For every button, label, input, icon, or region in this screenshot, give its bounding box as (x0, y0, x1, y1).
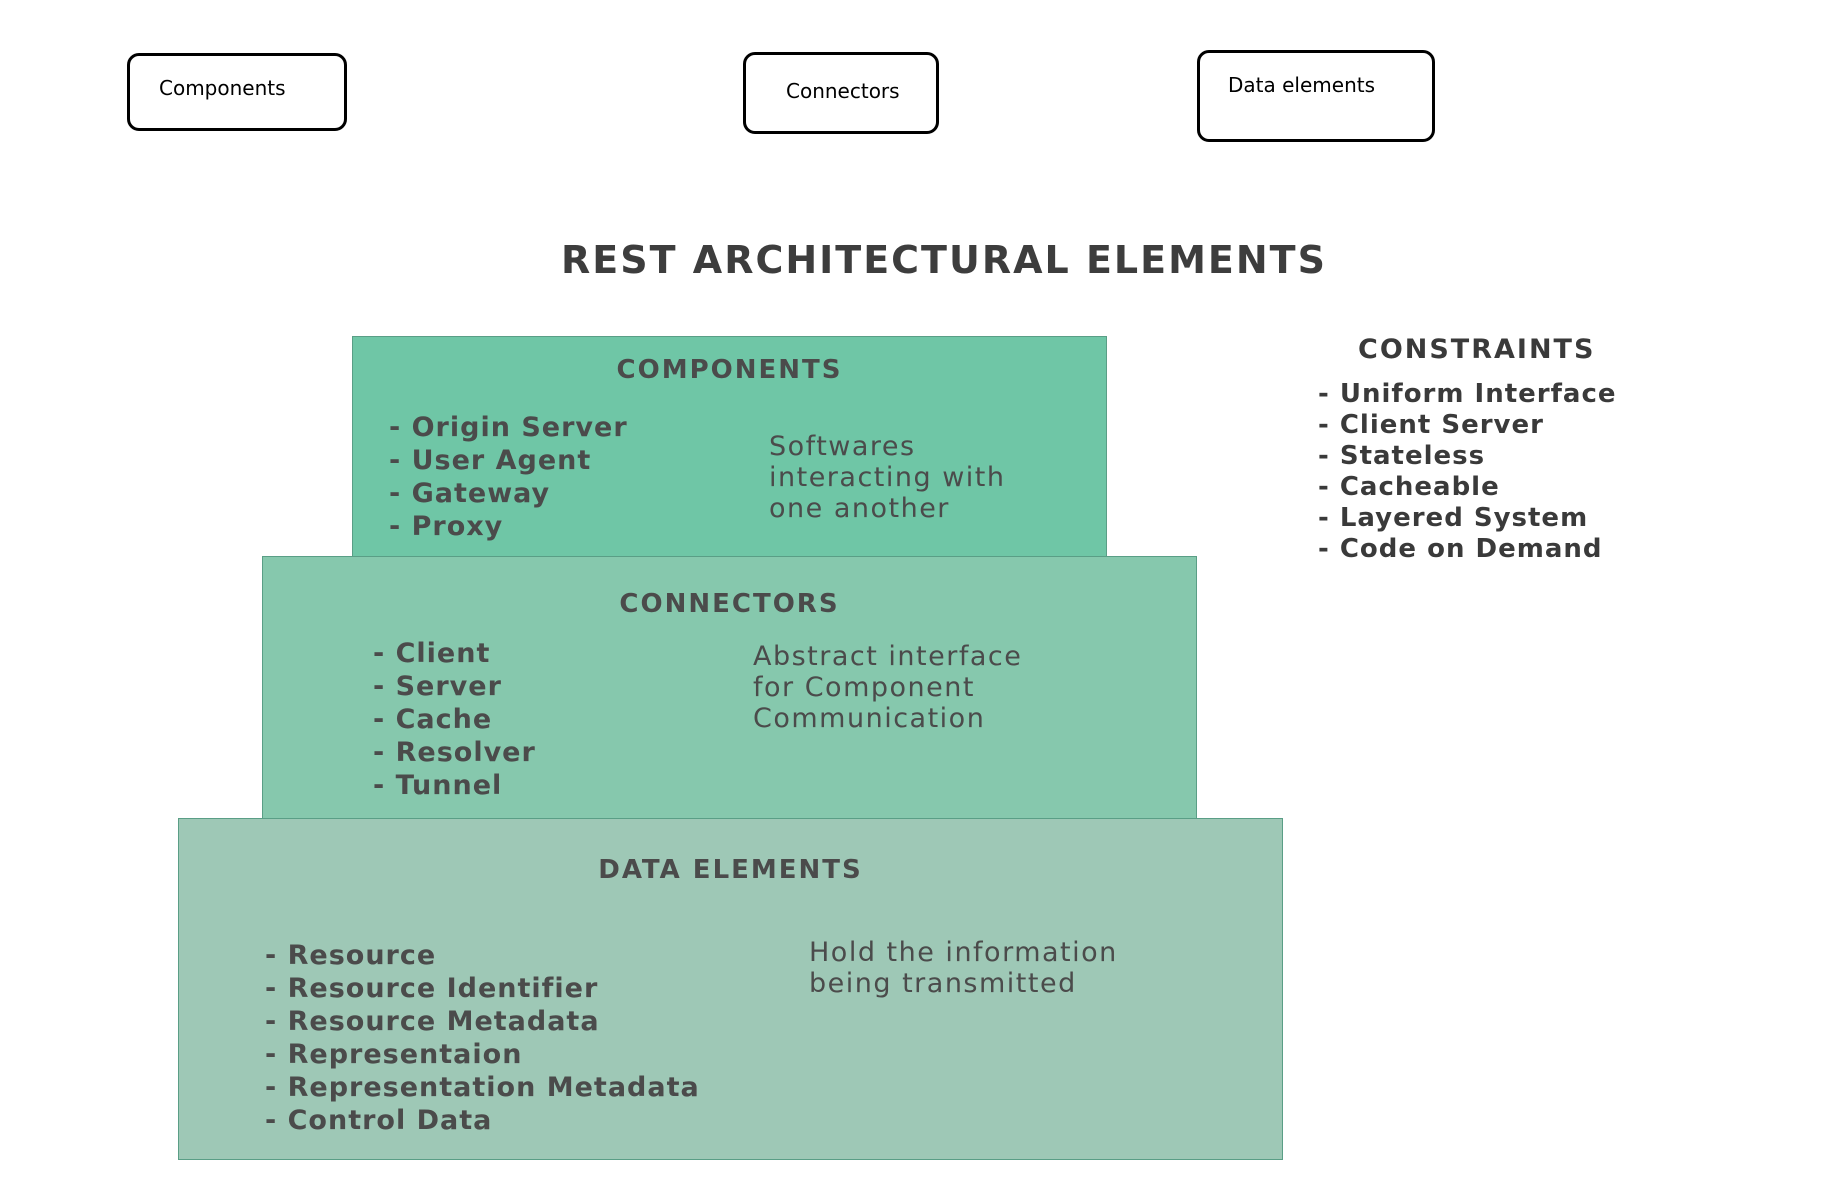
components-list: - Origin Server - User Agent - Gateway -… (389, 411, 628, 543)
components-label: Components (159, 76, 286, 100)
list-item: - User Agent (389, 445, 592, 476)
data-elements-label: Data elements (1228, 73, 1376, 97)
data-elements-list: - Resource - Resource Identifier - Resou… (265, 939, 700, 1137)
list-item: - Code on Demand (1318, 534, 1603, 564)
data-elements-label-box: Data elements (1197, 50, 1435, 142)
connectors-heading: CONNECTORS (619, 589, 840, 619)
data-elements-tier: DATA ELEMENTS - Resource - Resource Iden… (178, 818, 1283, 1160)
diagram-title: REST ARCHITECTURAL ELEMENTS (561, 238, 1327, 282)
list-item: - Gateway (389, 478, 551, 509)
list-item: - Resolver (373, 737, 536, 768)
list-item: - Resource Metadata (265, 1006, 600, 1037)
list-item: - Client Server (1318, 410, 1544, 440)
list-item: - Layered System (1318, 503, 1589, 533)
list-item: - Representation Metadata (265, 1072, 700, 1103)
connectors-label: Connectors (786, 79, 900, 103)
list-item: - Control Data (265, 1105, 493, 1136)
list-item: - Resource (265, 940, 437, 971)
list-item: - Resource Identifier (265, 973, 599, 1004)
list-item: - Tunnel (373, 770, 503, 801)
list-item: - Proxy (389, 511, 504, 542)
list-item: - Representaion (265, 1039, 523, 1070)
constraints-heading: CONSTRAINTS (1358, 334, 1596, 365)
list-item: - Server (373, 671, 502, 702)
list-item: - Uniform Interface (1318, 379, 1617, 409)
list-item: - Stateless (1318, 441, 1486, 471)
connectors-label-box: Connectors (743, 52, 939, 134)
data-elements-heading: DATA ELEMENTS (598, 855, 863, 885)
constraints-list: - Uniform Interface - Client Server - St… (1318, 379, 1617, 565)
connectors-tier: CONNECTORS - Client - Server - Cache - R… (262, 556, 1197, 820)
list-item: - Origin Server (389, 412, 628, 443)
components-heading: COMPONENTS (616, 355, 843, 385)
data-elements-description: Hold the information being transmitted (809, 937, 1118, 999)
list-item: - Cacheable (1318, 472, 1500, 502)
components-label-box: Components (127, 53, 347, 131)
components-description: Softwares interacting with one another (769, 431, 1006, 524)
connectors-list: - Client - Server - Cache - Resolver - T… (373, 637, 536, 802)
components-tier: COMPONENTS - Origin Server - User Agent … (352, 336, 1107, 558)
connectors-description: Abstract interface for Component Communi… (753, 641, 1023, 734)
list-item: - Cache (373, 704, 493, 735)
constraints-panel: CONSTRAINTS - Uniform Interface - Client… (1318, 334, 1617, 565)
list-item: - Client (373, 638, 491, 669)
